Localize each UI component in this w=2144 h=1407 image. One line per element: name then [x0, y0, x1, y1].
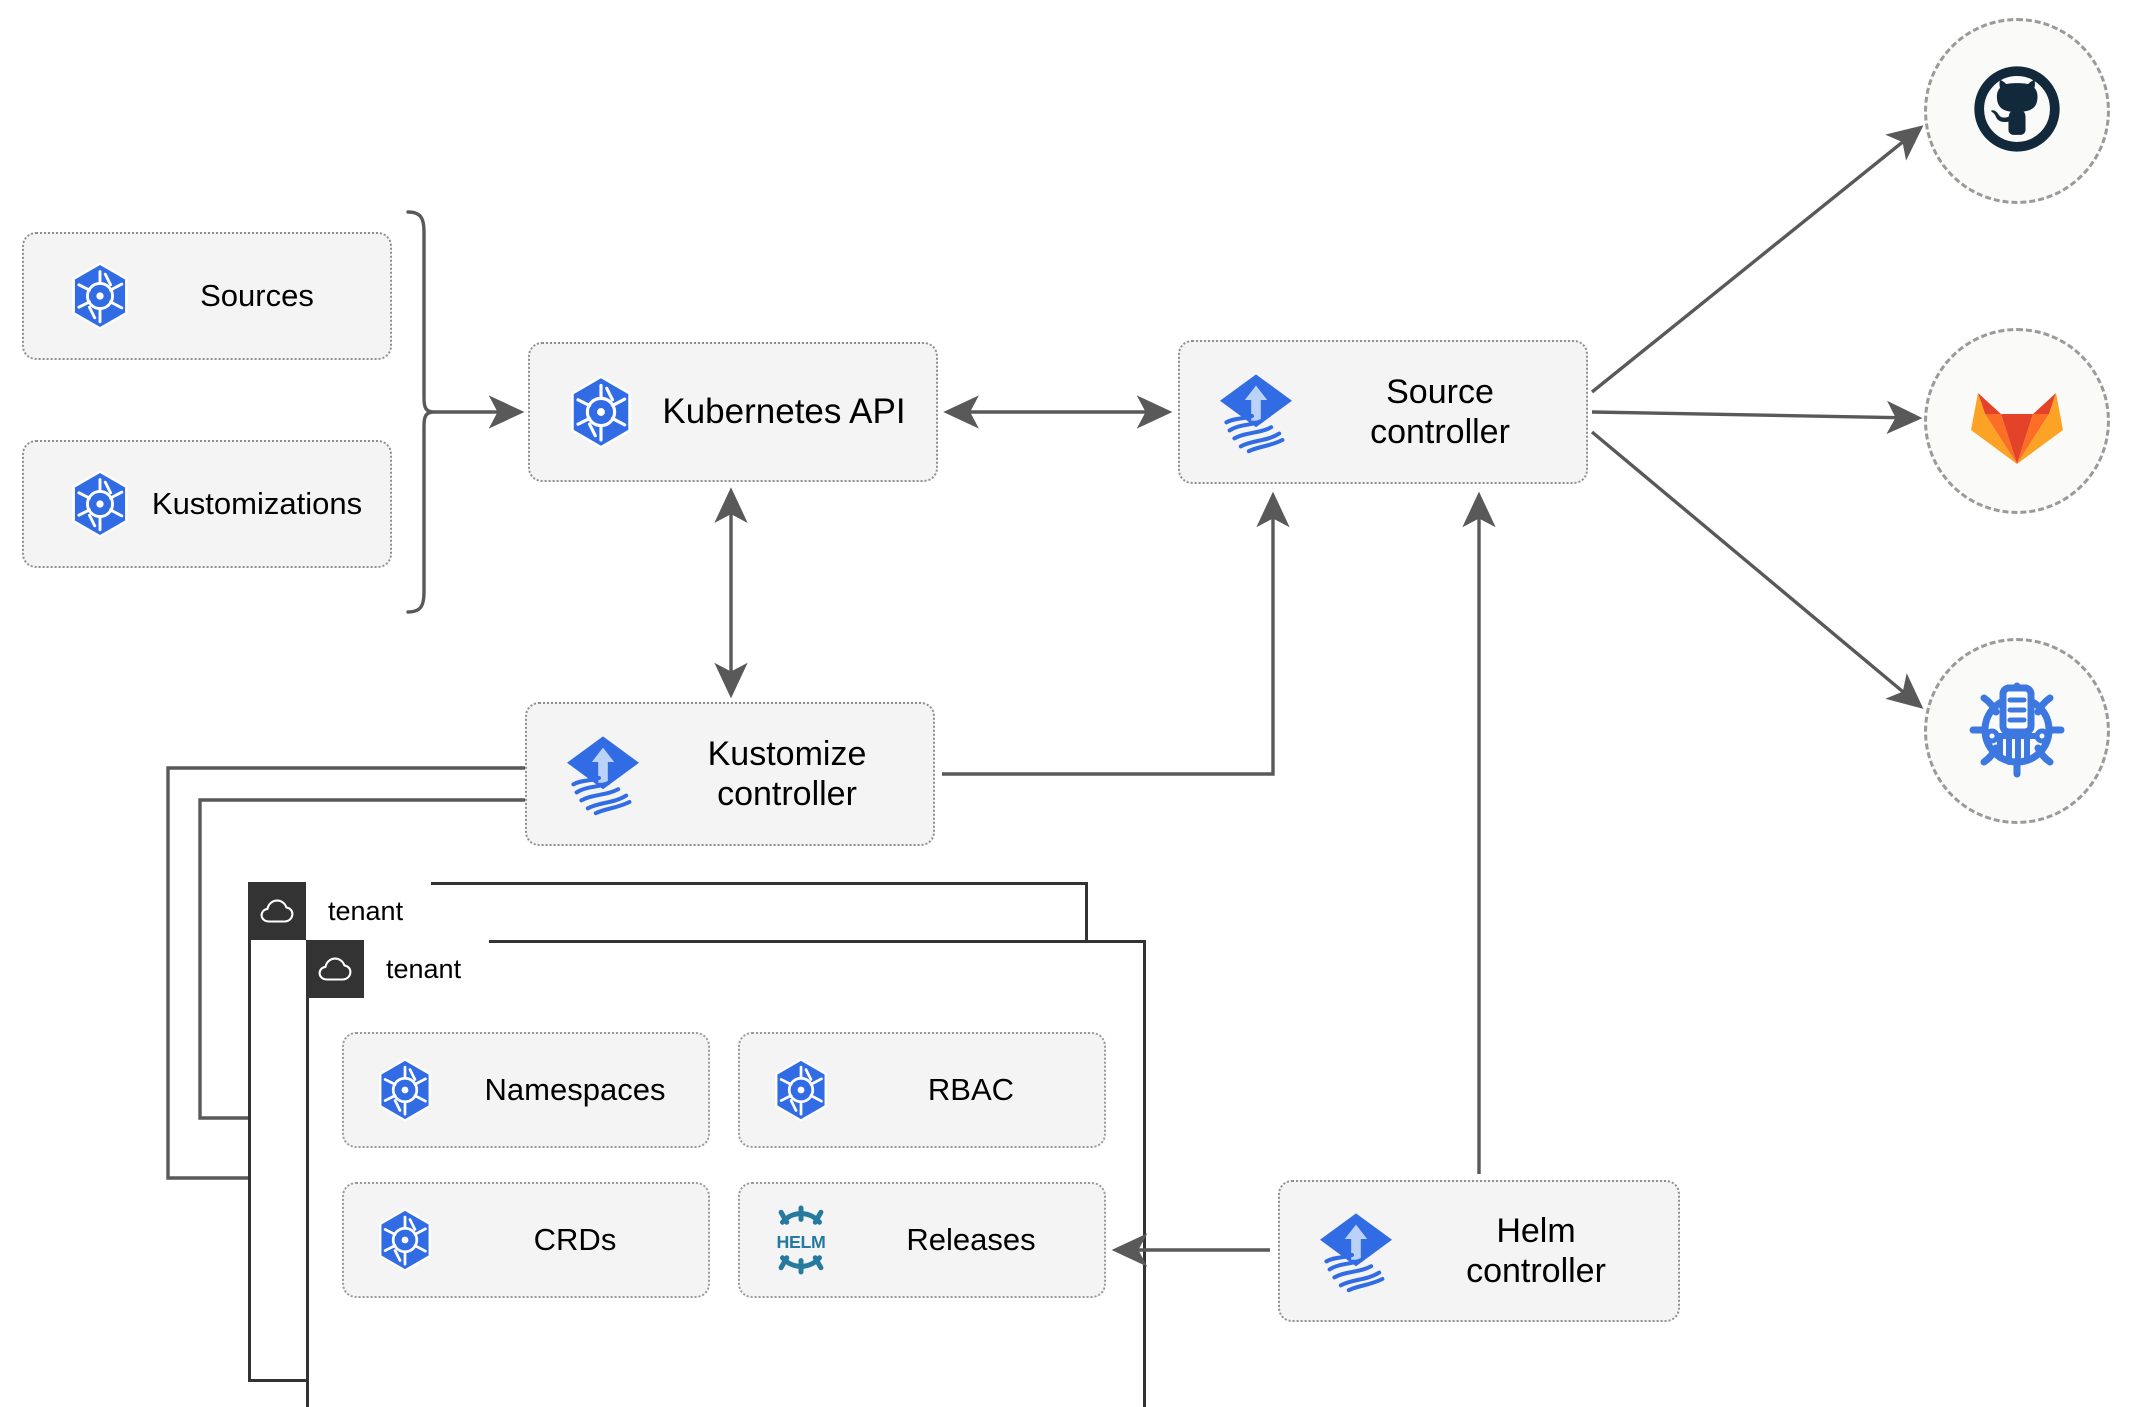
- node-kustomize-controller[interactable]: Kustomize controller: [525, 702, 935, 846]
- kubernetes-icon: [368, 1057, 442, 1123]
- kubernetes-icon: [764, 1057, 838, 1123]
- node-kubernetes-api[interactable]: Kubernetes API: [528, 342, 938, 482]
- external-source-gitlab[interactable]: [1924, 328, 2110, 514]
- node-kustomizations[interactable]: Kustomizations: [22, 440, 392, 568]
- github-icon: [1963, 55, 2071, 168]
- edge-source-controller-to-helm-registry: [1590, 430, 1924, 709]
- node-label: Kubernetes API: [662, 392, 906, 432]
- kubernetes-icon: [368, 1207, 442, 1273]
- node-label: Source controller: [1370, 372, 1510, 451]
- kubernetes-icon: [560, 374, 642, 450]
- node-label: Kustomizations: [151, 485, 363, 521]
- node-helm-controller[interactable]: Helm controller: [1278, 1180, 1680, 1322]
- node-label: Sources: [200, 277, 314, 313]
- kubernetes-icon: [62, 261, 138, 331]
- kubernetes-icon: [62, 469, 138, 539]
- node-label: Helm controller: [1466, 1211, 1606, 1290]
- tenant-container-inner: tenant: [306, 940, 1146, 1407]
- tenant-header: tenant: [306, 940, 490, 998]
- tenant-label: tenant: [364, 940, 490, 998]
- resource-box-crds[interactable]: CRDs: [342, 1182, 710, 1298]
- resource-label: CRDs: [533, 1222, 617, 1257]
- tenant-label: tenant: [306, 882, 432, 940]
- cloud-icon: [248, 882, 306, 940]
- svg-text:HELM: HELM: [777, 1232, 826, 1252]
- gitlab-icon: [1967, 372, 2067, 471]
- node-sources[interactable]: Sources: [22, 232, 392, 360]
- edge-source-controller-to-github: [1590, 125, 1924, 394]
- resource-box-rbac[interactable]: RBAC: [738, 1032, 1106, 1148]
- flux-icon: [555, 730, 651, 818]
- resource-label: Releases: [906, 1222, 1036, 1257]
- resource-label: RBAC: [927, 1072, 1015, 1107]
- edge-inputs-bracket: [406, 210, 525, 614]
- cloud-icon: [306, 940, 364, 998]
- edge-kustomize-controller-to-source-controller: [942, 491, 1290, 776]
- resource-box-releases[interactable]: HELM Releases: [738, 1182, 1106, 1298]
- resource-box-namespaces[interactable]: Namespaces: [342, 1032, 710, 1148]
- external-source-helm-registry[interactable]: [1924, 638, 2110, 824]
- helm-icon: HELM: [764, 1203, 838, 1277]
- tenant-header: tenant: [248, 882, 432, 940]
- node-source-controller[interactable]: Source controller: [1178, 340, 1588, 484]
- flux-icon: [1208, 368, 1304, 456]
- helm-registry-icon: [1962, 674, 2072, 789]
- flux-icon: [1308, 1207, 1404, 1295]
- external-source-github[interactable]: [1924, 18, 2110, 204]
- resource-label: Namespaces: [484, 1072, 666, 1107]
- edge-source-controller-to-gitlab: [1591, 400, 1923, 435]
- node-label: Kustomize controller: [707, 734, 867, 813]
